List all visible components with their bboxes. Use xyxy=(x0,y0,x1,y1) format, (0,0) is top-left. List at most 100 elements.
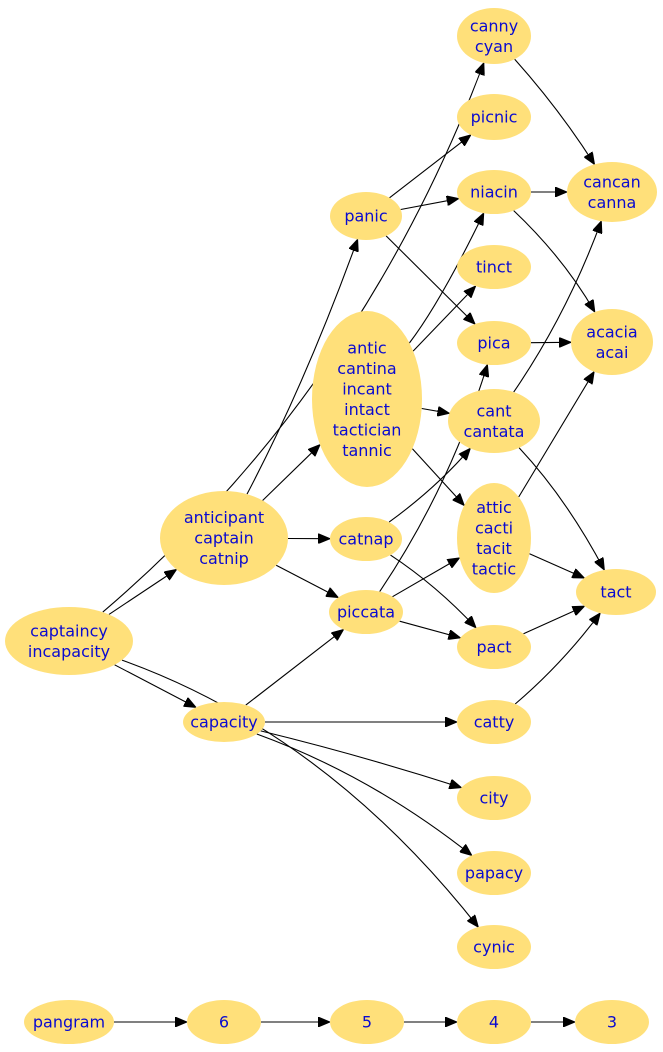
node-pact: pact xyxy=(457,625,531,669)
node-ellipse xyxy=(457,776,531,820)
node-panic: panic xyxy=(330,192,402,240)
node-n6: 6 xyxy=(187,1000,261,1044)
edge-piccata-to-attic xyxy=(392,558,460,598)
node-label: 6 xyxy=(219,1013,229,1032)
edge-anticipant-to-piccata xyxy=(275,564,338,597)
node-ellipse xyxy=(187,1000,261,1044)
node-label: tactician xyxy=(333,420,402,439)
node-papacy: papacy xyxy=(457,851,531,895)
edge-attic-to-tact xyxy=(529,553,585,578)
node-ellipse xyxy=(5,607,133,675)
node-label: anticipant xyxy=(184,508,264,527)
node-ellipse xyxy=(571,309,653,375)
node-captaincy: captaincy incapacity xyxy=(5,607,133,675)
node-city: city xyxy=(457,776,531,820)
node-label: catnip xyxy=(199,549,249,568)
edge-catty-to-tact xyxy=(514,613,600,705)
nodes-layer: captaincyincapacityanticipantcaptaincatn… xyxy=(5,8,657,1044)
edge-anticipant-to-antic xyxy=(262,445,320,501)
node-ellipse xyxy=(312,311,422,487)
node-ellipse xyxy=(457,700,531,744)
node-niacin: niacin xyxy=(457,170,531,214)
node-label: tinct xyxy=(476,258,512,277)
node-label: catty xyxy=(474,713,515,732)
node-label: incant xyxy=(342,379,392,398)
node-label: tacit xyxy=(476,539,512,558)
node-label: tannic xyxy=(342,441,392,460)
node-acacia: acacia acai xyxy=(571,309,653,375)
node-label: pica xyxy=(477,334,510,353)
node-label: city xyxy=(480,789,509,808)
edge-piccata-to-pact xyxy=(399,620,461,638)
node-ellipse xyxy=(457,94,531,140)
node-ellipse xyxy=(457,925,531,969)
node-label: pact xyxy=(476,638,511,657)
edge-cant-to-tact xyxy=(518,447,604,570)
node-capacity: capacity xyxy=(183,702,265,742)
node-ellipse xyxy=(576,569,656,615)
edge-catnap-to-pact xyxy=(390,554,477,628)
node-piccata: piccata xyxy=(329,590,403,634)
node-label: antic xyxy=(347,338,386,357)
node-ellipse xyxy=(457,483,531,593)
node-ellipse xyxy=(160,491,288,585)
node-label: tactic xyxy=(472,559,516,578)
edge-catnap-to-cant xyxy=(388,448,470,523)
node-ellipse xyxy=(457,1000,531,1044)
node-ellipse xyxy=(330,192,402,240)
node-ellipse xyxy=(329,590,403,634)
edge-capacity-to-city xyxy=(260,730,462,788)
edge-capacity-to-piccata xyxy=(245,630,344,706)
node-ellipse xyxy=(575,1000,649,1044)
node-pangram: pangram xyxy=(24,1000,114,1044)
node-n4: 4 xyxy=(457,1000,531,1044)
edge-niacin-to-acacia xyxy=(513,210,595,312)
node-ellipse xyxy=(448,389,540,453)
edge-captaincy-to-anticipant xyxy=(108,570,177,615)
edge-panic-to-niacin xyxy=(400,199,459,211)
node-label: captaincy xyxy=(30,621,108,640)
node-label: acacia xyxy=(586,322,637,341)
node-label: captain xyxy=(194,529,253,548)
node-ellipse xyxy=(457,321,531,365)
edge-attic-to-acacia xyxy=(518,372,594,498)
node-ellipse xyxy=(330,1000,404,1044)
node-label: canny xyxy=(470,16,518,35)
node-tact: tact xyxy=(576,569,656,615)
node-label: papacy xyxy=(465,864,523,883)
node-label: piccata xyxy=(337,603,395,622)
node-ellipse xyxy=(457,625,531,669)
node-ellipse xyxy=(457,8,531,64)
node-n3: 3 xyxy=(575,1000,649,1044)
node-label: intact xyxy=(344,400,390,419)
node-label: tact xyxy=(600,583,631,602)
node-label: picnic xyxy=(471,108,518,127)
node-ellipse xyxy=(457,170,531,214)
node-cynic: cynic xyxy=(457,925,531,969)
node-label: canna xyxy=(588,193,637,212)
edge-cant-to-cancan xyxy=(513,221,602,393)
node-label: acai xyxy=(596,343,629,362)
node-label: catnap xyxy=(339,530,394,549)
node-label: cantata xyxy=(464,422,525,441)
edge-canny-to-cancan xyxy=(514,58,595,164)
node-label: attic xyxy=(476,498,512,517)
node-tinct: tinct xyxy=(457,245,531,289)
edge-captaincy-to-cynic xyxy=(121,659,478,927)
node-label: cacti xyxy=(475,518,513,537)
node-label: 3 xyxy=(607,1013,617,1032)
edge-capacity-to-papacy xyxy=(256,733,472,855)
node-label: capacity xyxy=(190,713,258,732)
node-n5: 5 xyxy=(330,1000,404,1044)
node-label: incapacity xyxy=(28,642,110,661)
edge-antic-to-attic xyxy=(411,448,464,506)
edge-panic-to-pica xyxy=(385,235,475,324)
edge-captaincy-to-capacity xyxy=(114,664,196,708)
edge-antic-to-cant xyxy=(421,409,450,414)
